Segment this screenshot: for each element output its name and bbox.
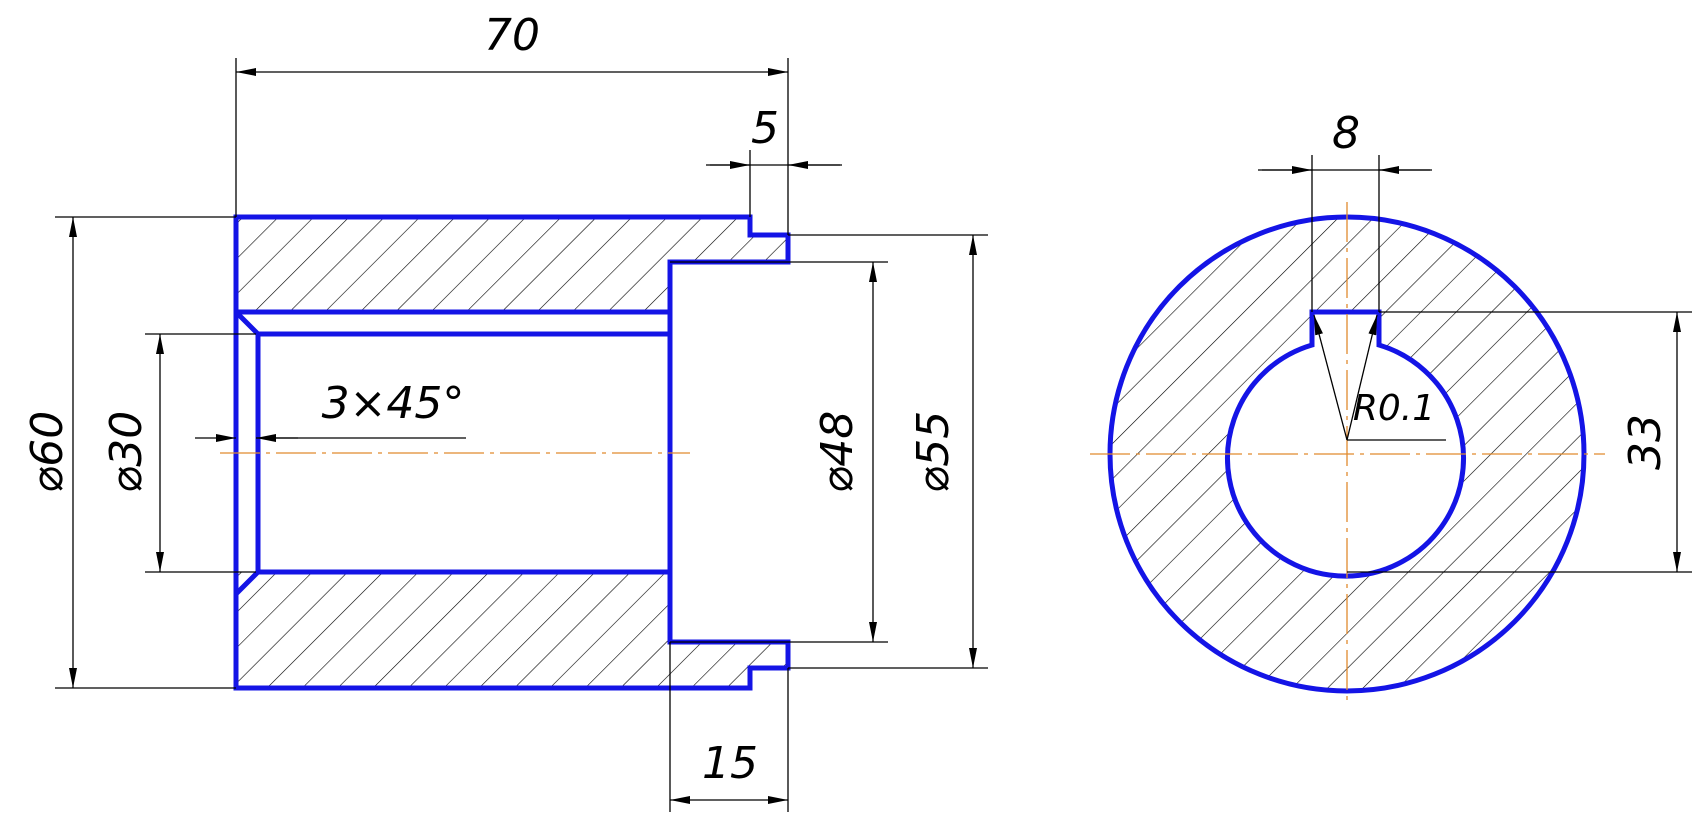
dim-dia-bore: ⌀30 [101, 411, 152, 493]
dim-dia-outer: ⌀60 [22, 411, 73, 493]
hatch-top [236, 217, 788, 312]
dim-key-depth: 33 [1620, 414, 1671, 470]
hatch-bottom [236, 572, 788, 688]
dim-radius: R0.1 [1353, 388, 1435, 429]
dim-length-total: 70 [484, 10, 540, 61]
dim-dia-flange: ⌀55 [908, 411, 959, 493]
dim-step-len: 5 [751, 103, 779, 154]
radius-leader-right [1346, 314, 1378, 441]
dim-recess-depth: 15 [702, 738, 758, 789]
dim-key-width: 8 [1332, 108, 1360, 159]
section-view: 70 5 15 ⌀60 ⌀30 3×45° ⌀48 [22, 10, 988, 812]
dim-chamfer: 3×45° [322, 378, 465, 429]
dim-dia-recess: ⌀48 [812, 411, 863, 493]
ring-inner-keyway [1225, 309, 1466, 579]
front-view: 8 33 R0.1 [1090, 108, 1692, 705]
radius-leader-left [1313, 314, 1348, 441]
